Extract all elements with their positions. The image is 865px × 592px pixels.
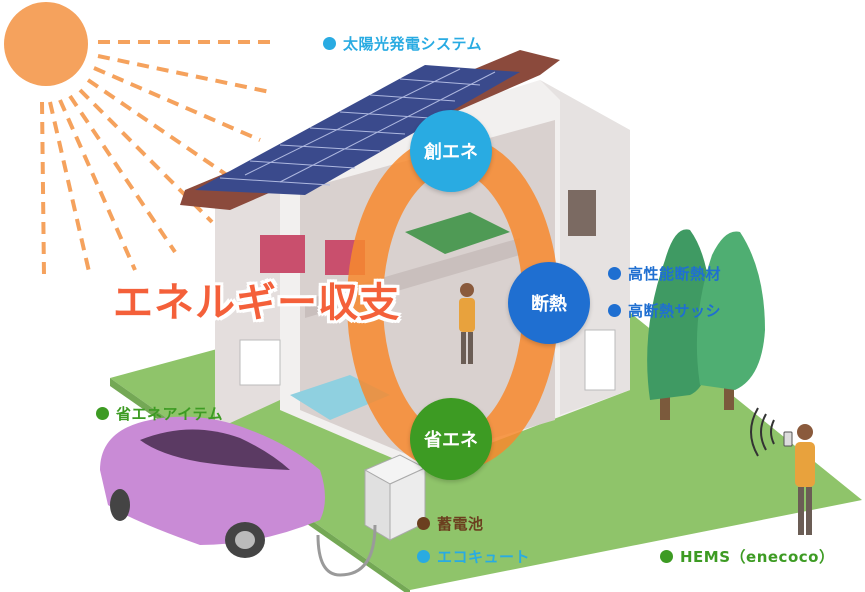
bullet-dot-icon	[96, 407, 109, 420]
label-text: 太陽光発電システム	[343, 35, 483, 53]
label-text: エコキュート	[437, 548, 531, 566]
insulation-label: 断熱	[531, 294, 567, 315]
bullet-dot-icon	[323, 37, 336, 50]
bullet-dot-icon	[417, 517, 430, 530]
save-energy-circle: 省エネ	[410, 398, 492, 480]
label-insulated-sash: 高断熱サッシ	[608, 300, 721, 321]
label-text: 高性能断熱材	[628, 265, 722, 283]
bullet-dot-icon	[660, 550, 673, 563]
bullet-dot-icon	[608, 304, 621, 317]
label-storage-battery: 蓄電池	[417, 513, 484, 534]
label-high-performance-insulation: 高性能断熱材	[608, 263, 721, 284]
sun-icon	[4, 2, 278, 277]
person-icon	[459, 283, 475, 364]
label-text: HEMS（enecoco）	[680, 548, 835, 566]
tree-icon	[647, 229, 765, 420]
bullet-dot-icon	[608, 267, 621, 280]
bullet-dot-icon	[417, 550, 430, 563]
label-eco-items: 省エネアイテム	[96, 403, 223, 424]
label-text: 高断熱サッシ	[628, 302, 722, 320]
battery-unit-icon	[363, 454, 427, 541]
insulation-circle: 断熱	[508, 262, 590, 344]
charging-cable	[316, 524, 377, 577]
electric-car-icon	[100, 416, 325, 558]
label-ecocute: エコキュート	[417, 546, 530, 567]
label-solar-power-system: 太陽光発電システム	[323, 33, 482, 54]
save-energy-label: 省エネ	[424, 430, 478, 451]
roof	[180, 50, 560, 210]
label-hems: HEMS（enecoco）	[660, 546, 834, 567]
label-text: 蓄電池	[437, 515, 484, 533]
create-energy-circle: 創エネ	[410, 110, 492, 192]
label-text: 省エネアイテム	[116, 405, 224, 423]
energy-balance-title: エネルギー収支	[113, 280, 400, 326]
person-with-smartphone-icon	[750, 407, 815, 535]
create-energy-label: 創エネ	[424, 142, 478, 163]
